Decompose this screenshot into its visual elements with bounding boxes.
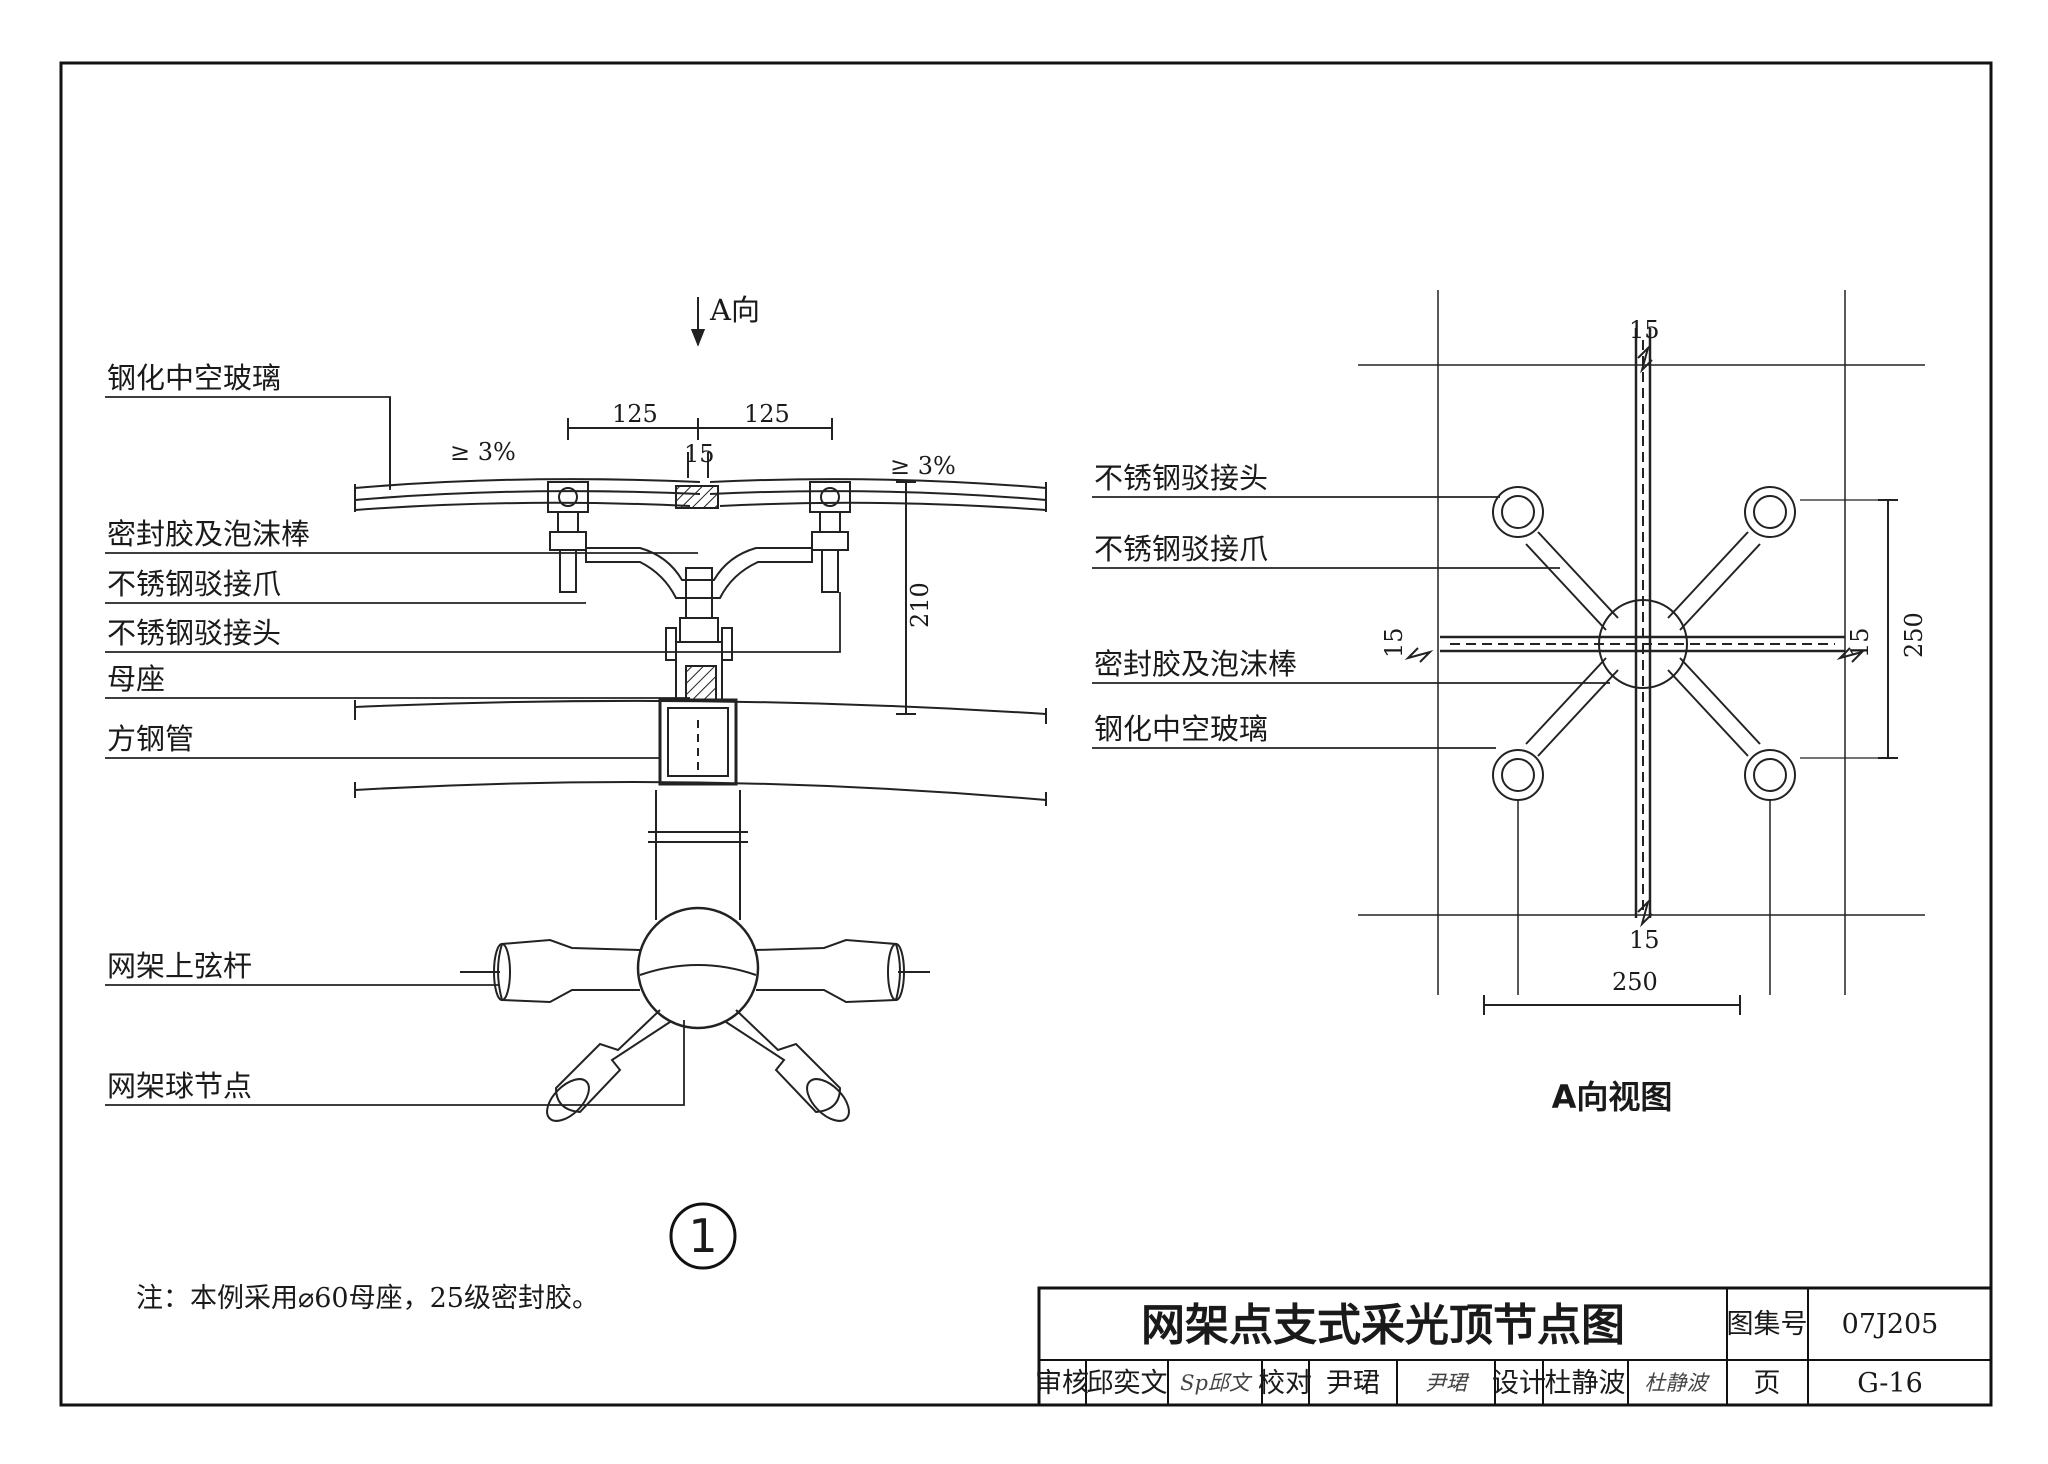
- view-a: [1358, 290, 1925, 1015]
- sealant-block: [675, 485, 719, 509]
- check-signature: 尹珺: [1425, 1371, 1470, 1395]
- dim-height-210: 210: [906, 582, 934, 628]
- glass-pane-right: [709, 478, 1047, 489]
- label-square-tube: 方钢管: [107, 722, 194, 756]
- slope-right: ≥ 3%: [890, 452, 956, 480]
- review-name: 邱奕文: [1087, 1368, 1168, 1399]
- claw: [585, 547, 813, 599]
- view-a-dim-bottom: 15: [1629, 926, 1660, 954]
- section-detail: [354, 297, 1047, 1122]
- drawing-note: 注：本例采用⌀60母座，25级密封胶。: [136, 1283, 599, 1314]
- connector-head: [685, 567, 713, 619]
- view-a-dim-right: 15: [1846, 627, 1874, 658]
- view-a-label-claw: 不锈钢驳接爪: [1094, 532, 1268, 566]
- fitting-right: [809, 481, 851, 513]
- atlas-label: 图集号: [1727, 1309, 1808, 1340]
- view-a-dim-height: 250: [1900, 612, 1928, 658]
- dim-left-125: 125: [612, 400, 658, 428]
- view-a-dim-left: 15: [1380, 627, 1408, 658]
- design-name: 杜静波: [1545, 1368, 1626, 1399]
- review-signature: Sp邱文: [1180, 1371, 1253, 1395]
- check-name: 尹珺: [1326, 1368, 1380, 1399]
- web-member-right: [725, 1009, 842, 1114]
- label-upper-chord: 网架上弦杆: [107, 949, 252, 983]
- upper-chord-left: [497, 938, 641, 1004]
- glass-pane-left: [354, 478, 701, 489]
- page-value: G-16: [1857, 1368, 1923, 1399]
- view-a-dim-top: 15: [1629, 316, 1660, 344]
- detail-number-circle: [669, 1202, 737, 1270]
- title-block: [1037, 1286, 1993, 1407]
- design-label: 设计: [1492, 1368, 1546, 1399]
- check-label: 校对: [1258, 1368, 1312, 1399]
- ball-joint: [636, 906, 760, 1030]
- view-a-label-sealant: 密封胶及泡沫棒: [1094, 647, 1297, 681]
- label-ball-joint: 网架球节点: [107, 1069, 252, 1103]
- web-member-left: [554, 1009, 671, 1114]
- section-leaders: [105, 396, 841, 1106]
- section-texts: A向 125 125 15 ≥ 3% ≥ 3% 210 钢化中空玻璃 密封胶及泡…: [107, 293, 956, 1270]
- review-label: 审核: [1035, 1368, 1089, 1399]
- drawing-title: 网架点支式采光顶节点图: [1141, 1300, 1625, 1351]
- fitting-left: [547, 481, 589, 513]
- upper-chord-right: [755, 938, 901, 1004]
- label-connector: 不锈钢驳接头: [107, 616, 281, 650]
- view-a-dim-width: 250: [1612, 968, 1658, 996]
- label-glass: 钢化中空玻璃: [107, 361, 281, 395]
- atlas-value: 07J205: [1842, 1309, 1939, 1340]
- direction-label: A向: [709, 293, 760, 327]
- label-claw: 不锈钢驳接爪: [107, 567, 281, 601]
- square-steel-tube: [658, 698, 738, 786]
- view-a-label-glass: 钢化中空玻璃: [1094, 712, 1268, 746]
- label-base: 母座: [107, 662, 165, 696]
- page-label: 页: [1754, 1368, 1781, 1399]
- label-sealant: 密封胶及泡沫棒: [107, 517, 310, 551]
- dim-gap-15: 15: [684, 440, 715, 468]
- design-signature: 杜静波: [1645, 1371, 1711, 1395]
- sheet-frame: [59, 61, 1993, 1407]
- detail-number: 1: [688, 1209, 717, 1263]
- slope-left: ≥ 3%: [450, 438, 516, 466]
- view-a-texts: 不锈钢驳接头 不锈钢驳接爪 密封胶及泡沫棒 钢化中空玻璃 15 15 15 15…: [1094, 316, 1928, 1116]
- view-a-title: A向视图: [1552, 1078, 1673, 1116]
- hub: [1598, 599, 1688, 689]
- view-a-leaders: [1092, 496, 1610, 749]
- title-block-texts: 网架点支式采光顶节点图 图集号 07J205 页 G-16 审核 邱奕文 Sp邱…: [1035, 1300, 1938, 1399]
- dim-right-125: 125: [744, 400, 790, 428]
- view-a-label-connector: 不锈钢驳接头: [1094, 461, 1268, 495]
